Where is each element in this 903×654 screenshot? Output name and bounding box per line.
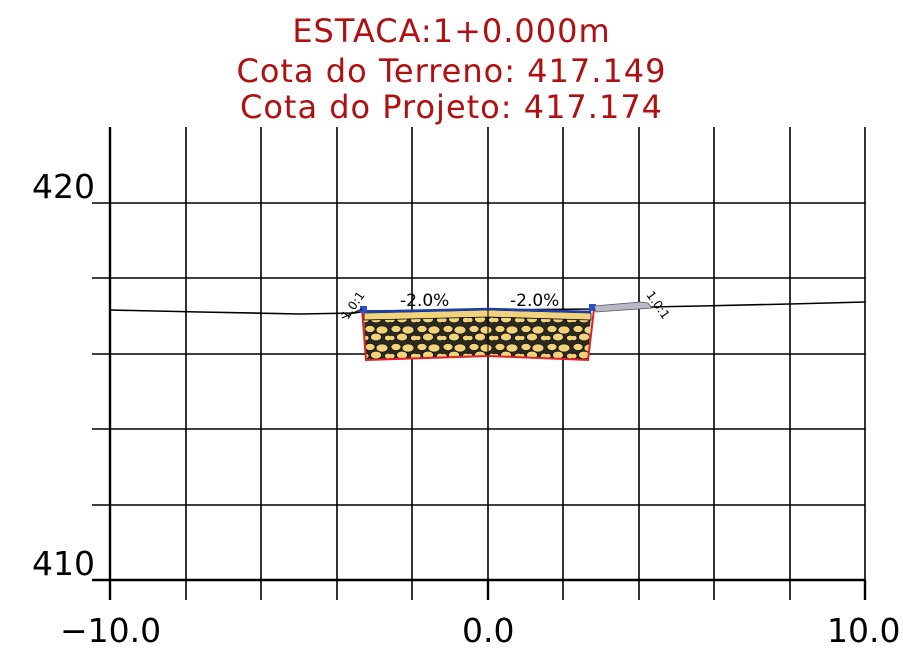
horizontal-grid xyxy=(92,202,865,506)
axes xyxy=(92,127,867,600)
slope-label-right: -2.0% xyxy=(510,291,559,311)
x-tick-label-min: −10.0 xyxy=(60,611,161,650)
y-tick-label-420: 420 xyxy=(32,167,95,206)
project-elevation: Cota do Projeto: 417.174 xyxy=(239,88,664,126)
left-slope-line xyxy=(341,308,363,319)
right-shoulder xyxy=(593,301,653,313)
pavement-section xyxy=(361,307,595,362)
right-curb xyxy=(589,304,596,311)
x-tick-label-max: 10.0 xyxy=(827,611,900,650)
station-title: ESTACA:1+0.000m xyxy=(292,12,611,50)
left-curb xyxy=(360,306,367,313)
slope-label-left: -2.0% xyxy=(400,291,449,311)
y-tick-label-410: 410 xyxy=(32,544,95,583)
x-tick-label-center: 0.0 xyxy=(462,611,514,650)
gravel-layer xyxy=(364,311,591,360)
terrain-elevation: Cota do Terreno: 417.149 xyxy=(236,52,667,90)
side-slopes xyxy=(341,301,653,319)
vertical-grid xyxy=(109,127,866,600)
